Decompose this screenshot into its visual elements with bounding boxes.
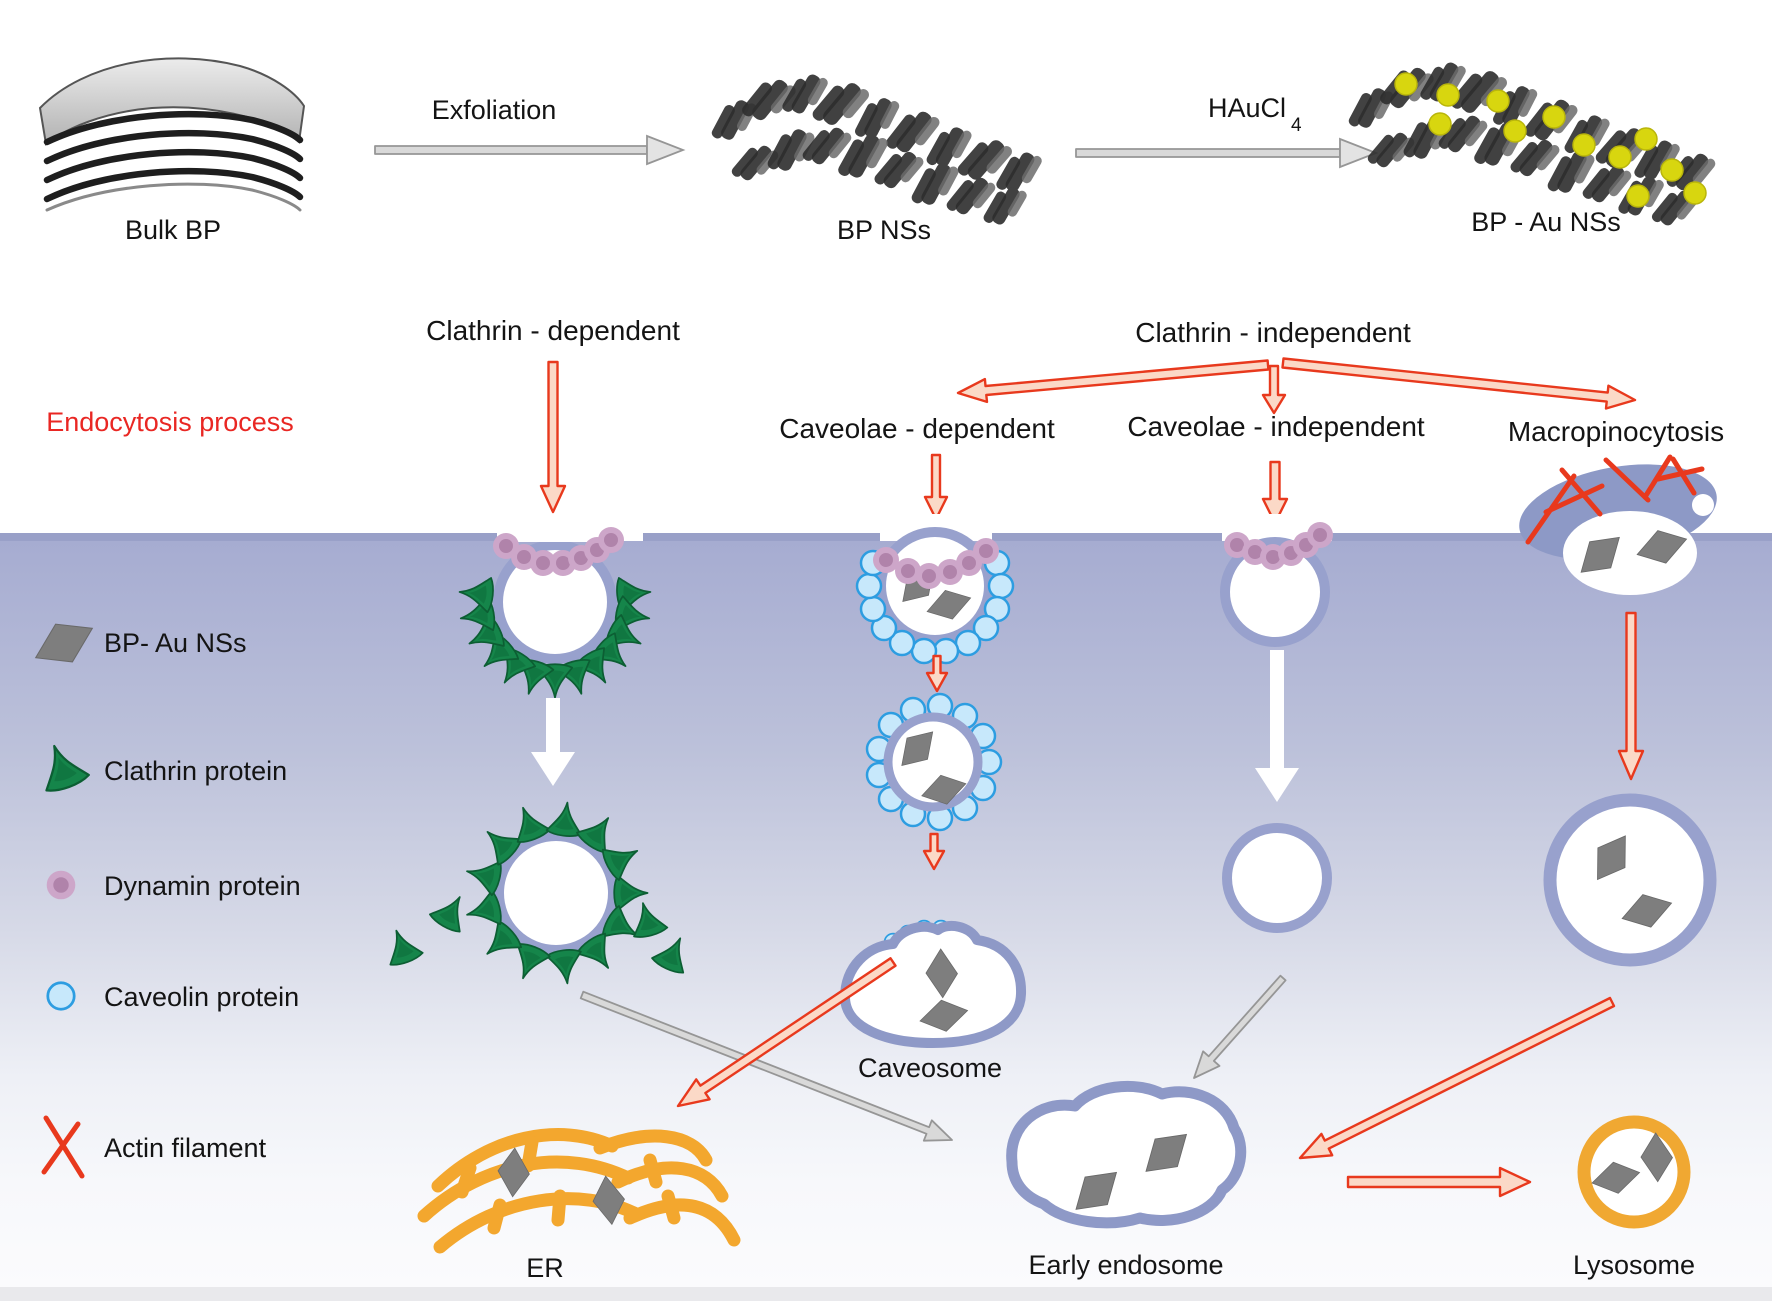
haucl4-label: HAuCl	[1208, 93, 1286, 123]
caveosome	[840, 919, 1027, 1048]
legend-label: Dynamin protein	[104, 871, 301, 901]
clathrin-internalization-arrow	[531, 698, 575, 786]
legend-item-caveolin: Caveolin protein	[46, 981, 299, 1012]
caveosome-label: Caveosome	[858, 1053, 1002, 1083]
caveolae-independent-label: Caveolae - independent	[1127, 411, 1425, 442]
bp-nss-label: BP NSs	[837, 215, 931, 245]
legend-item-clathrin: Clathrin protein	[32, 737, 287, 796]
legend: BP- Au NSs Clathrin protein Dynamin prot…	[32, 623, 301, 1179]
caveolae-independent-entry-arrow	[1261, 460, 1289, 525]
macropinosome	[1543, 793, 1717, 967]
er-illustration	[417, 1128, 741, 1254]
caveolae-step1-arrow	[925, 654, 949, 693]
macropinocytosis-label: Macropinocytosis	[1508, 416, 1724, 447]
haucl4-subscript: 4	[1291, 115, 1302, 136]
exfoliation-label: Exfoliation	[432, 95, 557, 125]
exfoliation-arrow	[374, 134, 686, 166]
cell-membrane	[0, 533, 1772, 1301]
macropinosome-to-endosome-arrow	[1298, 996, 1616, 1160]
legend-item-dynamin: Dynamin protein	[46, 870, 301, 901]
branch-left-arrow	[956, 359, 1270, 404]
clathrin-coated-pit	[456, 516, 654, 700]
lysosome-label: Lysosome	[1573, 1250, 1695, 1280]
membrane-ruffle	[1519, 454, 1717, 595]
early-endosome-label: Early endosome	[1028, 1250, 1223, 1280]
caveolae-coated-pit	[855, 527, 1015, 665]
caveolae-independent-internalization-arrow	[1255, 650, 1299, 802]
plain-vesicle	[1222, 823, 1332, 933]
legend-label: Caveolin protein	[104, 982, 299, 1012]
caveolae-independent-pit	[1220, 522, 1333, 647]
clathrin-independent-label: Clathrin - independent	[1135, 317, 1411, 348]
legend-label: BP- Au NSs	[104, 628, 247, 658]
early-endosome	[1006, 1080, 1247, 1229]
lysosome	[1577, 1115, 1691, 1229]
bulk-bp-label: Bulk BP	[125, 215, 221, 245]
legend-label: Clathrin protein	[104, 756, 287, 786]
clathrin-dependent-entry-arrow	[539, 360, 567, 514]
bp-au-nss-illustration	[1343, 59, 1719, 231]
bulk-bp-illustration	[38, 57, 306, 212]
endosome-to-lysosome-arrow	[1346, 1166, 1532, 1198]
er-label: ER	[526, 1253, 564, 1283]
clathrin-vesicle-to-endosome-arrow	[579, 990, 953, 1142]
branch-down-arrow	[1261, 364, 1287, 415]
caveolin-protein-icon	[46, 981, 76, 1011]
branch-right-arrow	[1281, 357, 1637, 410]
plain-vesicle-to-endosome-arrow	[1193, 974, 1287, 1079]
dynamin-protein-icon	[46, 870, 76, 900]
caveolae-dependent-label: Caveolae - dependent	[779, 413, 1055, 444]
actin-filaments	[1525, 454, 1705, 545]
caveosome-to-er-arrow	[676, 957, 897, 1108]
bp-au-nss-label: BP - Au NSs	[1471, 207, 1621, 237]
actin-filament-icon	[41, 1115, 85, 1179]
legend-label: Actin filament	[104, 1133, 267, 1163]
caveolae-step2-arrow	[922, 832, 946, 871]
legend-item-actin: Actin filament	[41, 1115, 267, 1179]
endocytosis-process-label: Endocytosis process	[46, 407, 294, 437]
legend-item-bp-au-ns: BP- Au NSs	[35, 623, 247, 663]
macropinocytosis-internalization-arrow	[1617, 611, 1645, 781]
haucl4-arrow	[1075, 137, 1379, 169]
clathrin-dependent-label: Clathrin - dependent	[426, 315, 680, 346]
caveolae-vesicle	[865, 692, 1003, 832]
gold-nanoparticles	[1394, 72, 1707, 208]
caveolae-dependent-entry-arrow	[923, 453, 949, 521]
clathrin-coated-vesicle	[379, 799, 697, 987]
